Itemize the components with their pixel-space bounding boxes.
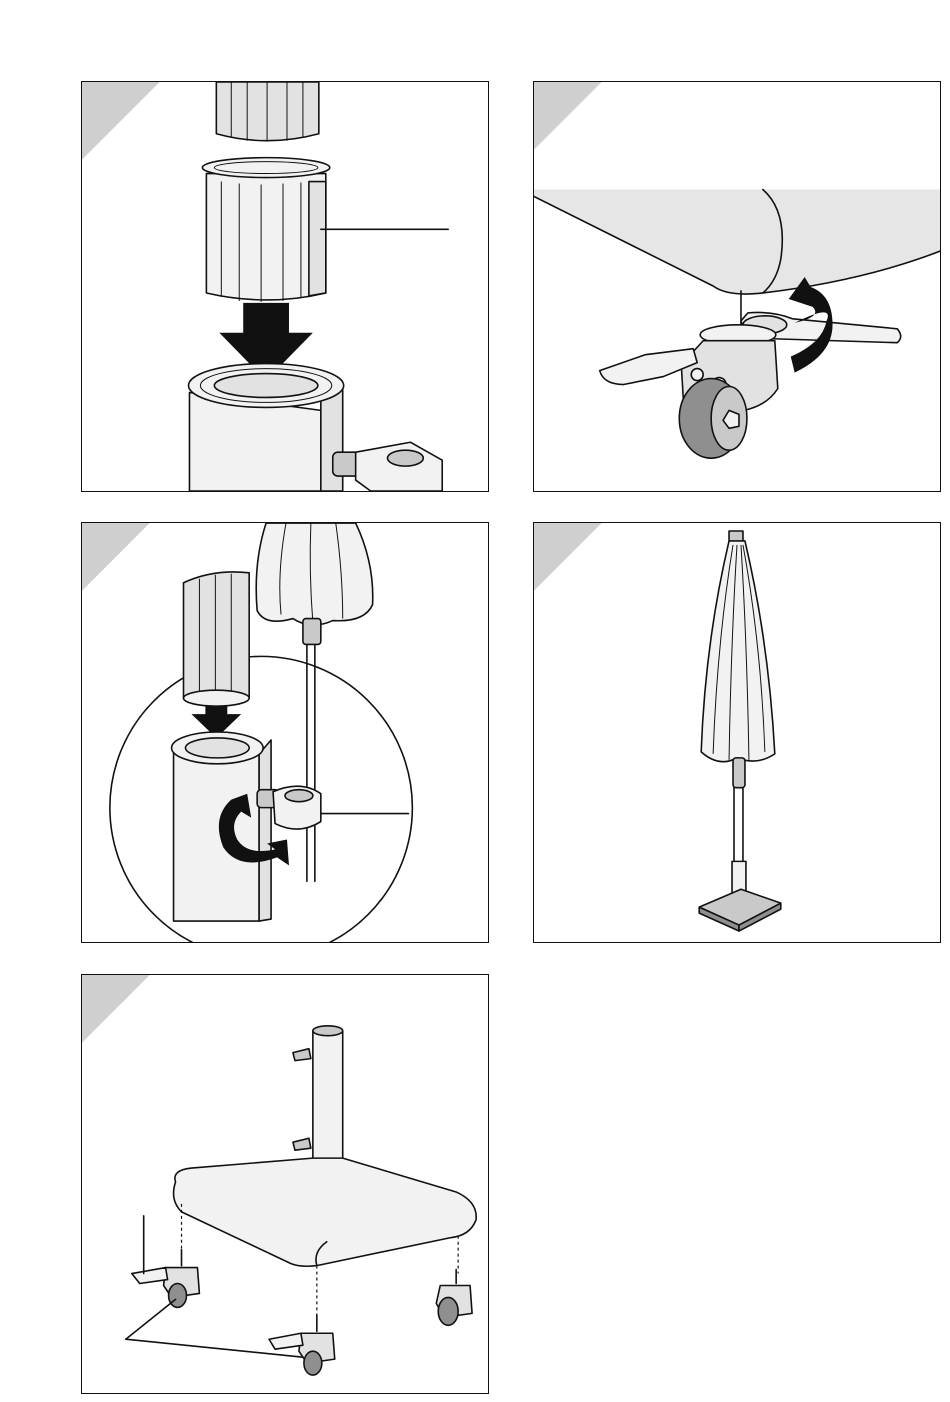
caster-wheel-icon xyxy=(269,1315,335,1375)
step-corner-marker xyxy=(534,523,602,591)
step-3-illustration xyxy=(82,523,488,942)
base-tube xyxy=(188,364,343,491)
callout-line xyxy=(126,1299,176,1339)
adapter-sleeve xyxy=(202,158,329,302)
locking-knob xyxy=(333,442,442,491)
panel-step-4 xyxy=(533,522,941,943)
step-corner-marker xyxy=(534,82,602,150)
caster-wheel-icon xyxy=(132,1250,200,1308)
upper-tube xyxy=(216,82,318,142)
base-slab xyxy=(534,189,940,294)
step-corner-marker xyxy=(82,975,150,1043)
step-2-illustration xyxy=(534,82,940,491)
caster-wheel-icon xyxy=(436,1270,472,1326)
step-corner-marker xyxy=(82,523,150,591)
caster-wheel-icon xyxy=(679,325,778,458)
step-5-illustration xyxy=(82,975,488,1393)
base-slab xyxy=(174,1158,477,1266)
pole-tube xyxy=(184,572,250,706)
parasol-icon xyxy=(699,531,781,931)
step-1-illustration xyxy=(82,82,488,491)
step-4-illustration xyxy=(534,523,940,942)
panel-step-1 xyxy=(81,81,489,492)
folded-canopy xyxy=(256,523,373,881)
panel-step-2 xyxy=(533,81,941,492)
panel-step-3 xyxy=(81,522,489,943)
step-corner-marker xyxy=(82,82,160,160)
panel-step-5 xyxy=(81,974,489,1394)
